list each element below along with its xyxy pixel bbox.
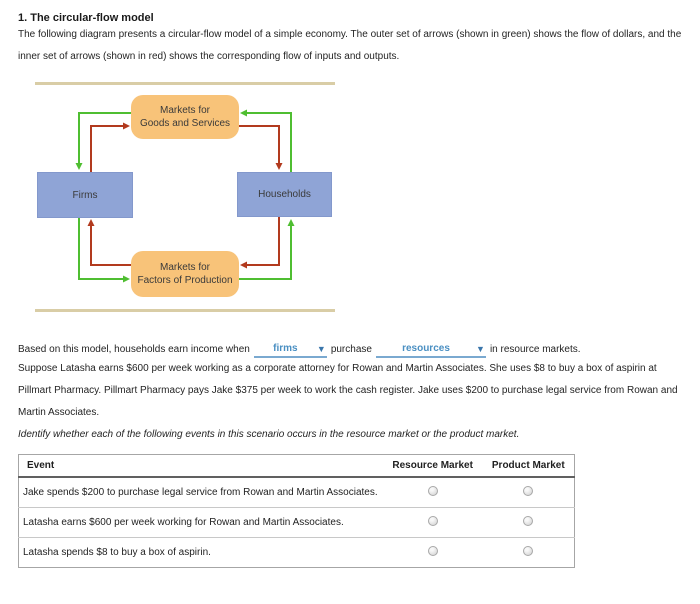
table-row: Latasha spends $8 to buy a box of aspiri… — [19, 538, 575, 568]
question-suffix: in resource markets. — [489, 344, 581, 355]
column-header-event: Event — [18, 454, 383, 478]
table-row: Latasha earns $600 per week working for … — [18, 507, 575, 538]
dropdown-firms-value: firms — [273, 343, 298, 354]
instruction-text: Identify whether each of the following e… — [18, 429, 520, 440]
radio-resource-market[interactable] — [427, 486, 438, 496]
dropdown-resources-value: resources — [402, 343, 450, 354]
column-header-product-market: Product Market — [482, 454, 575, 478]
radio-resource-market[interactable] — [427, 516, 438, 526]
scenario-paragraph: Suppose Latasha earns $600 per week work… — [18, 363, 678, 418]
radio-resource-market[interactable] — [427, 546, 438, 556]
event-text: Latasha spends $8 to buy a box of aspiri… — [23, 547, 211, 558]
question-prefix: Based on this model, households earn inc… — [18, 344, 250, 355]
dropdown-firms[interactable]: firms ▼ — [253, 343, 327, 358]
node-factors-market: Markets for Factors of Production — [131, 251, 239, 297]
event-text: Latasha earns $600 per week working for … — [18, 507, 383, 538]
diagram-top-rule — [35, 82, 335, 85]
arrow-green-firms-to-factors-market — [78, 218, 130, 283]
arrow-green-households-to-goods-market — [240, 109, 292, 172]
homework-page: 1. The circular-flow model The following… — [18, 12, 686, 568]
node-firms: Firms — [37, 172, 133, 218]
page-title: 1. The circular-flow model — [18, 12, 154, 24]
arrow-red-firms-to-goods-market — [90, 122, 130, 172]
table-row: Jake spends $200 to purchase legal servi… — [18, 477, 575, 508]
dropdown-arrow-icon: ▼ — [316, 343, 326, 354]
node-households: Households — [237, 172, 332, 217]
fill-in-question: Based on this model, households earn inc… — [18, 342, 686, 358]
dropdown-arrow-icon: ▼ — [476, 343, 485, 354]
flow-arrows-layer — [75, 109, 295, 283]
dropdown-resources[interactable]: resources ▼ — [375, 343, 486, 358]
diagram-bottom-rule — [35, 309, 335, 312]
event-text: Jake spends $200 to purchase legal servi… — [18, 477, 383, 508]
radio-product-market[interactable] — [523, 546, 534, 556]
arrow-red-goods-market-to-households — [239, 125, 283, 170]
arrow-green-goods-market-to-firms — [75, 112, 131, 170]
column-header-resource-market: Resource Market — [382, 454, 483, 478]
question-middle: purchase — [330, 344, 372, 355]
circular-flow-diagram: Markets for Goods and Services Firms Hou… — [35, 82, 335, 312]
radio-product-market[interactable] — [523, 486, 534, 496]
table-header-row: Event Resource Market Product Market — [18, 454, 575, 478]
arrow-green-factors-market-to-households — [239, 219, 295, 280]
node-goods-market: Markets for Goods and Services — [131, 95, 239, 139]
intro-paragraph: The following diagram presents a circula… — [18, 29, 682, 62]
arrow-red-factors-market-to-firms — [87, 219, 131, 266]
arrow-red-households-to-factors-market — [240, 217, 280, 269]
radio-product-market[interactable] — [523, 516, 534, 526]
events-table: Event Resource Market Product Market Jak… — [18, 454, 575, 568]
